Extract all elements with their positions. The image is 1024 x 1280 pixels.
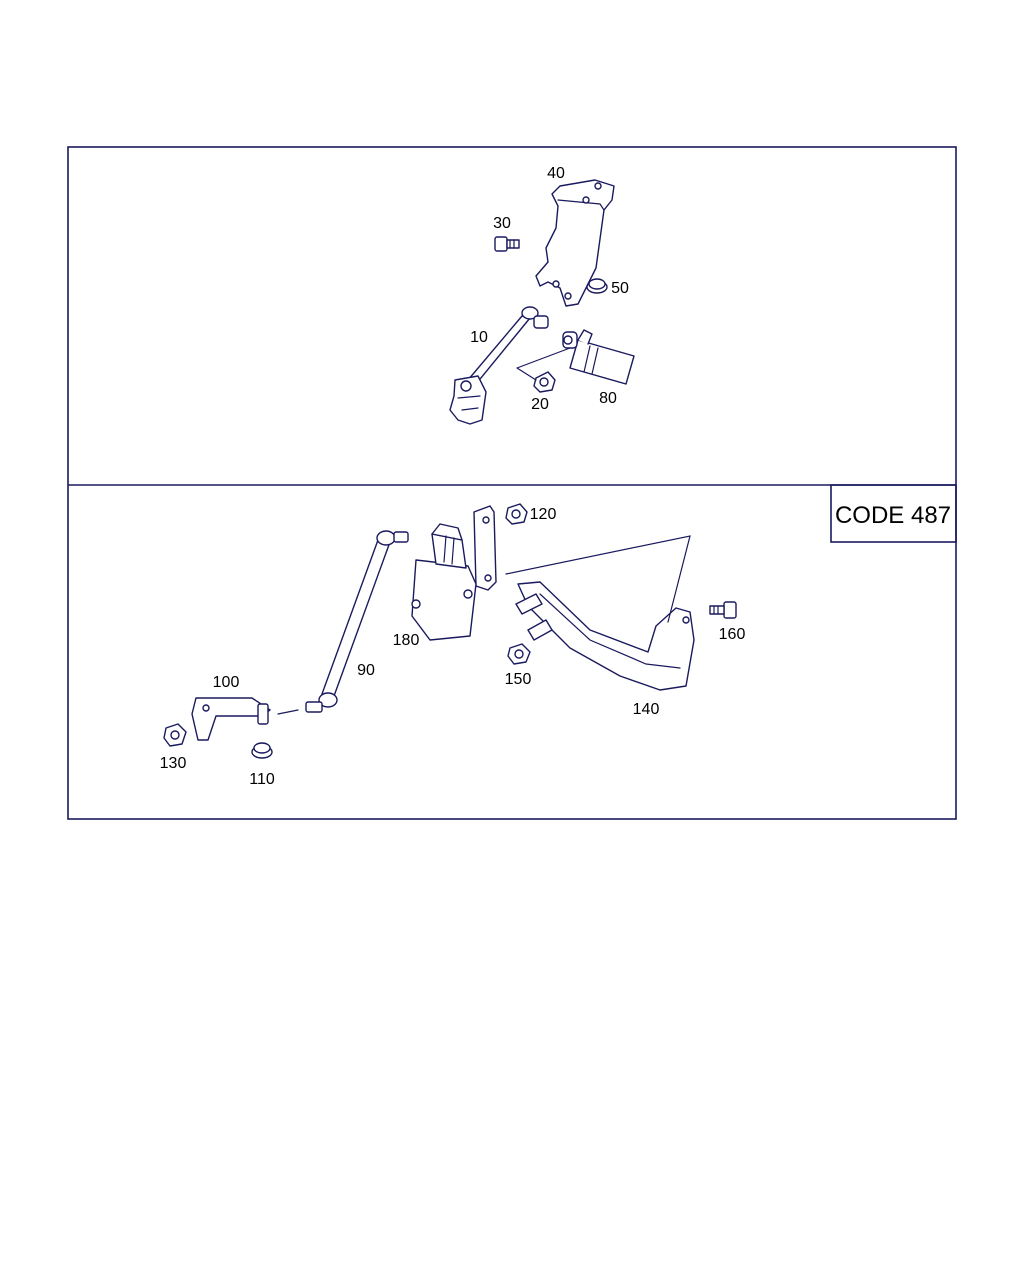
leader-140 (505, 535, 691, 623)
code-box-label: CODE 487 (835, 502, 951, 529)
callout-100: 100 (213, 674, 240, 691)
callout-30: 30 (493, 215, 511, 232)
part-80-sensor (562, 329, 635, 385)
callout-80: 80 (599, 390, 617, 407)
callout-20: 20 (531, 396, 549, 413)
callout-160: 160 (719, 626, 746, 643)
part-10-link-rod (449, 306, 549, 425)
leader-20 (516, 347, 571, 381)
callout-110: 110 (249, 771, 275, 788)
leader-90 (277, 709, 299, 715)
callout-180: 180 (393, 632, 420, 649)
part-90-link-rod (305, 530, 409, 713)
part-150-bolts (507, 593, 553, 665)
callout-150: 150 (505, 671, 532, 688)
part-110-nut (251, 742, 273, 759)
part-50-nut (586, 278, 608, 294)
part-140-bracket-arm (517, 581, 695, 691)
callout-40: 40 (547, 165, 565, 182)
part-20-nut (533, 371, 556, 393)
callout-130: 130 (160, 755, 187, 772)
part-130-nut (163, 723, 187, 747)
callout-140: 140 (633, 701, 660, 718)
callout-10: 10 (470, 329, 488, 346)
callout-90: 90 (357, 662, 375, 679)
part-40-bracket (535, 179, 615, 307)
diagram-frame (67, 146, 957, 820)
code-box: CODE 487 (830, 484, 957, 543)
part-160-bolt (709, 601, 737, 619)
part-120-nut (505, 503, 528, 525)
part-180-sensor-unit (411, 505, 497, 641)
part-30-bolt (494, 236, 520, 252)
callout-50: 50 (611, 280, 629, 297)
part-100-bracket (191, 697, 271, 741)
callout-120: 120 (530, 506, 557, 523)
